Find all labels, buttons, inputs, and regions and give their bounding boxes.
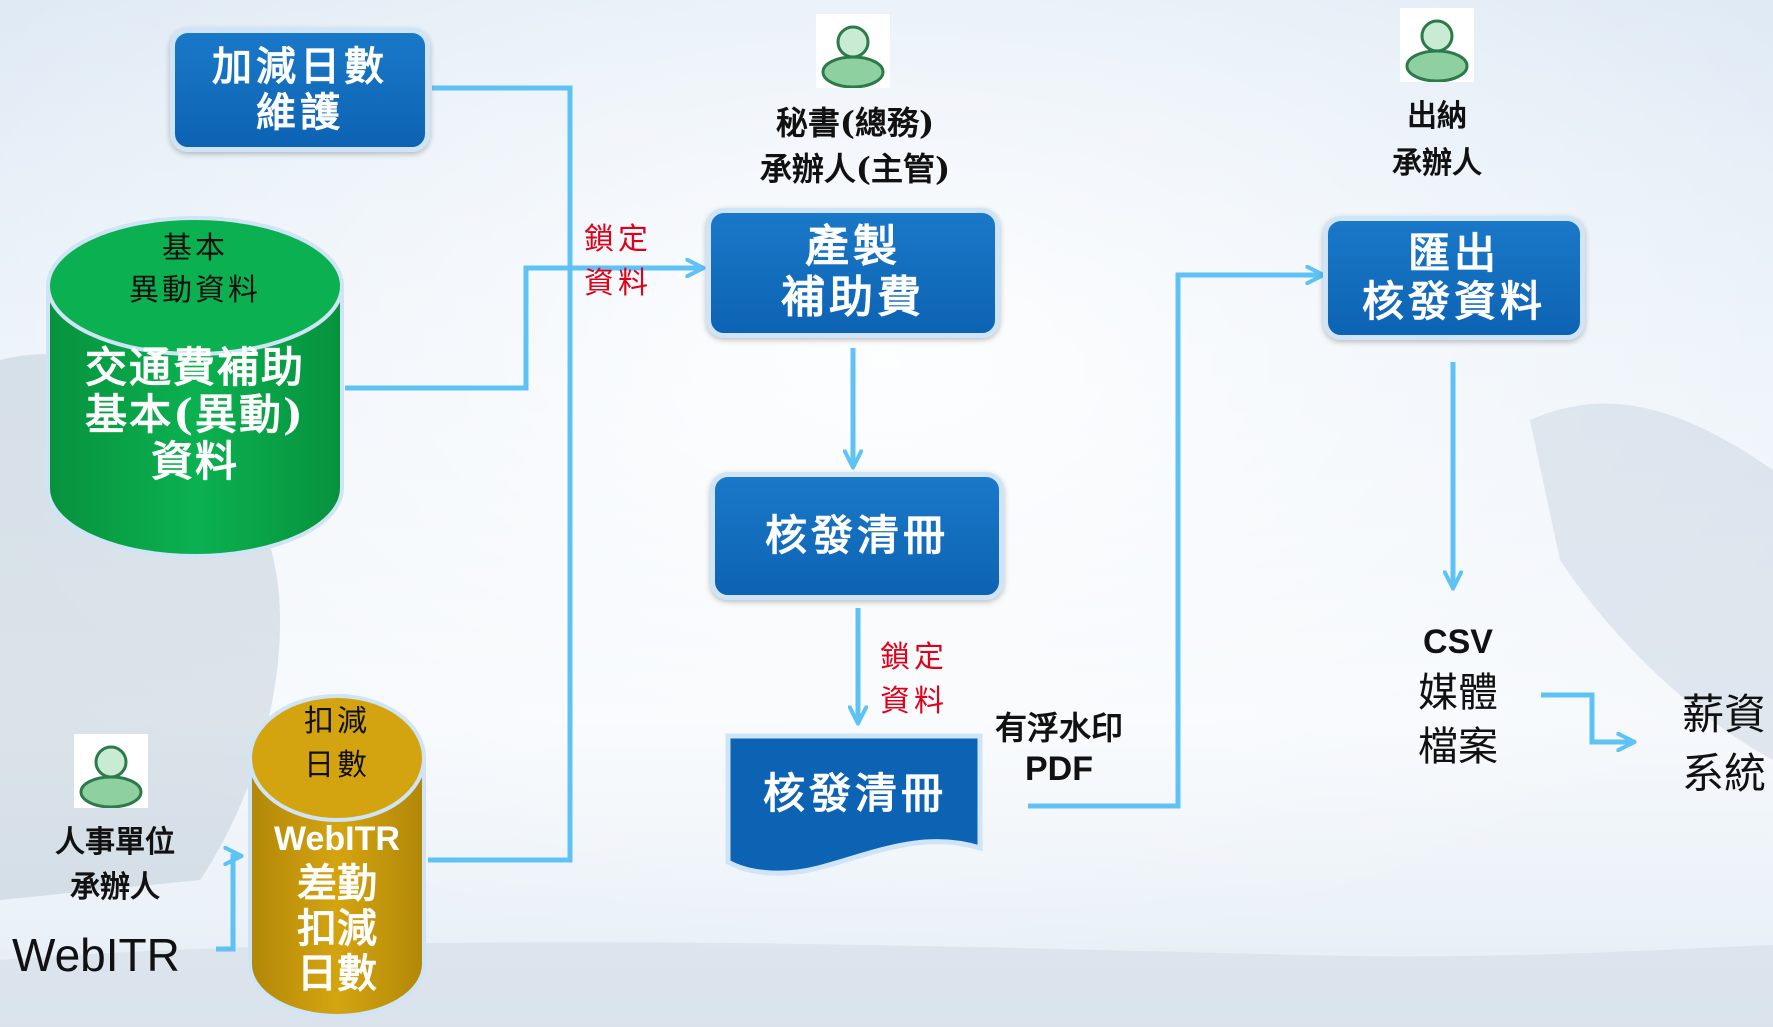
cashier-line1: 出納 — [1407, 99, 1467, 134]
basic-data-body-line3: 資料 — [150, 437, 239, 487]
lock-data-1-line1: 鎖定 — [584, 222, 652, 257]
csv-media-file-label: CSV 媒體 檔案 — [1393, 620, 1523, 774]
basic-data-body-line2: 基本(異動) — [85, 390, 305, 440]
lock-data-1-line2: 資料 — [584, 265, 652, 301]
maintain-days-box: 加減日數 維護 — [170, 28, 430, 152]
produce-subsidy-line2: 補助費 — [781, 272, 925, 323]
secretary-user-icon — [816, 14, 890, 88]
personnel-system-label: WebITR — [12, 922, 202, 989]
issuance-roster-box: 核發清冊 — [710, 472, 1004, 600]
connector-maintain-to-merge — [428, 85, 573, 863]
csv-line3: 檔案 — [1418, 723, 1498, 770]
basic-data-top-label: 基本 異動資料 — [90, 228, 300, 312]
roster-pdf-label: 核發清冊 — [762, 769, 947, 818]
lock-data-label-1: 鎖定 資料 — [578, 218, 658, 305]
export-issuance-data-box: 匯出 核發資料 — [1323, 216, 1585, 340]
connector-pdf-to-export — [1028, 275, 1322, 809]
basic-data-body-line1: 交通費補助 — [84, 343, 305, 392]
webitr-top-line2: 日數 — [304, 747, 370, 783]
connector-csv-to-salary — [1541, 692, 1633, 742]
csv-line2: 媒體 — [1418, 669, 1498, 716]
webitr-body-line4: 日數 — [297, 949, 377, 997]
webitr-body-line1: WebITR — [274, 820, 400, 858]
basic-data-top-line1: 基本 — [162, 231, 228, 266]
watermark-pdf-label: 有浮水印 PDF — [984, 708, 1134, 791]
produce-subsidy-line1: 產製 — [805, 221, 901, 273]
roster-pdf-document: 核發清冊 — [730, 764, 980, 825]
lock-data-label-2: 鎖定 資料 — [874, 636, 954, 723]
produce-subsidy-box: 產製 補助費 — [706, 208, 1000, 338]
maintain-days-line1: 加減日數 — [212, 43, 388, 90]
connector-basic-to-produce — [345, 268, 702, 391]
csv-line1: CSV — [1423, 623, 1493, 661]
webitr-body-line3: 扣減 — [297, 904, 377, 952]
personnel-system: WebITR — [12, 929, 180, 981]
export-line1: 匯出 — [1407, 228, 1500, 278]
salary-system-label: 薪資 系統 — [1682, 686, 1772, 804]
lock-data-2-line1: 鎖定 — [880, 640, 948, 675]
issuance-roster-label: 核發清冊 — [764, 510, 949, 560]
cashier-user-icon — [1400, 8, 1474, 82]
basic-data-top-line2: 異動資料 — [129, 273, 261, 308]
webitr-body-label: WebITR 差勤 扣減 日數 — [252, 820, 422, 996]
personnel-label: 人事單位 承辦人 — [20, 820, 210, 910]
secretary-label: 秘書(總務) 承辦人(主管) — [730, 100, 980, 193]
cashier-label: 出納 承辦人 — [1357, 94, 1517, 187]
cashier-line2: 承辦人 — [1392, 145, 1482, 181]
secretary-line1: 秘書(總務) — [775, 104, 935, 142]
personnel-line1: 人事單位 — [55, 825, 175, 860]
export-line2: 核發資料 — [1361, 277, 1546, 326]
basic-data-body-label: 交通費補助 基本(異動) 資料 — [54, 344, 336, 485]
personnel-line2: 承辦人 — [70, 870, 160, 905]
watermark-line2: PDF — [1025, 750, 1093, 788]
connector-personnel-to-webitr — [216, 856, 240, 952]
webitr-top-line1: 扣減 — [304, 704, 370, 739]
webitr-top-label: 扣減 日數 — [262, 700, 412, 787]
webitr-body-line2: 差勤 — [297, 860, 377, 908]
maintain-days-line2: 維護 — [256, 89, 344, 136]
watermark-line1: 有浮水印 — [994, 709, 1123, 747]
secretary-line2: 承辦人(主管) — [759, 150, 951, 189]
lock-data-2-line2: 資料 — [880, 683, 948, 719]
personnel-user-icon — [74, 734, 148, 808]
salary-line1: 薪資 — [1682, 690, 1767, 739]
salary-line2: 系統 — [1682, 748, 1767, 798]
